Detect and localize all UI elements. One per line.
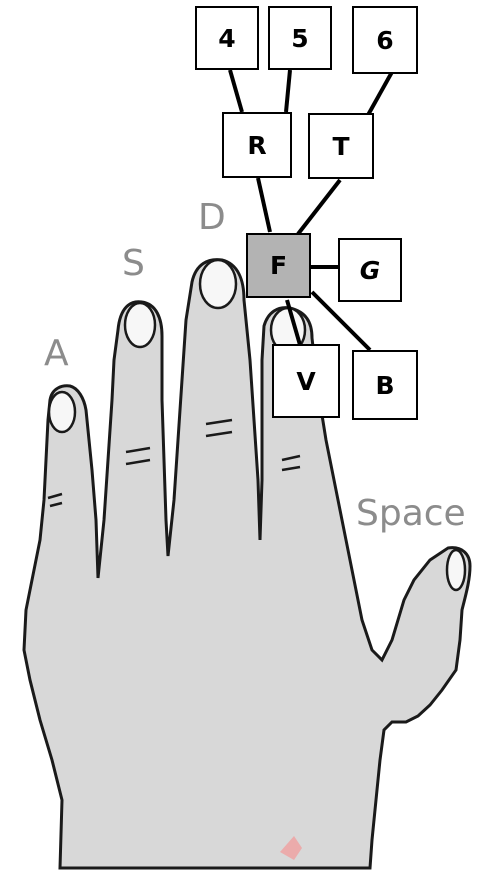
ring-label: S (122, 243, 145, 284)
line-R-F (256, 177, 272, 233)
line-4-R (228, 69, 244, 113)
key-4: 4 (195, 6, 259, 70)
thumb-nail (445, 548, 467, 592)
thumb-label: Space (356, 493, 466, 534)
key-R: R (222, 112, 292, 178)
wrist-mark (280, 836, 302, 860)
key-V: V (272, 344, 340, 418)
ring-nail (123, 301, 157, 349)
key-T: T (308, 113, 374, 179)
key-6: 6 (352, 6, 418, 74)
line-F-B (310, 290, 372, 352)
key-5: 5 (268, 6, 332, 70)
hand-shape (22, 258, 472, 870)
key-F-home: F (246, 233, 311, 298)
line-F-V (285, 299, 302, 346)
key-B: B (352, 350, 418, 420)
middle-label: D (198, 197, 226, 238)
middle-nail (198, 258, 238, 310)
line-5-R (284, 69, 292, 113)
line-T-F (296, 178, 342, 236)
connector-lines (228, 69, 394, 352)
pinky-label: A (44, 333, 69, 374)
line-6-T (366, 71, 394, 116)
pinky-nail (47, 390, 77, 434)
key-G: G (338, 238, 402, 302)
knuckle-creases (47, 418, 301, 508)
